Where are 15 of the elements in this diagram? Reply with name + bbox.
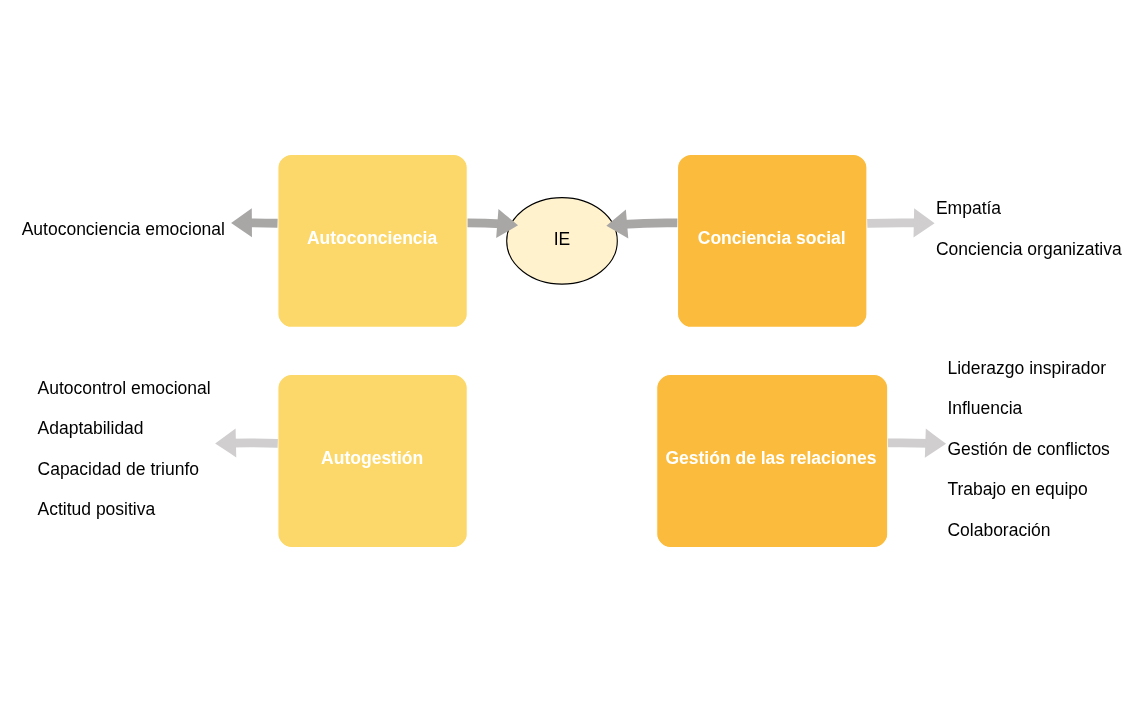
node-box: Autogestión [277,373,468,548]
node-text: Autocontrol emocional Adaptabilidad Capacidad de triunfo Actitud positiva [37,377,211,520]
arrow [606,209,678,239]
node-text: Liderazgo inspirador Influencia Gestión de conflictos Trabajo en equipo Colaboración [947,357,1110,540]
node-text: Empatía Conciencia organizativa [935,198,1122,259]
arrow [867,208,935,238]
node-box: Autoconciencia [277,153,468,328]
node-box: Gestión de las relaciones [656,373,889,548]
arrow [215,428,278,458]
node-ellipse: IE [506,197,618,285]
arrow [231,208,278,238]
node-box: Conciencia social [676,153,868,328]
node-text: Autoconciencia emocional [21,218,225,239]
arrow [887,428,947,458]
arrow [467,209,519,239]
